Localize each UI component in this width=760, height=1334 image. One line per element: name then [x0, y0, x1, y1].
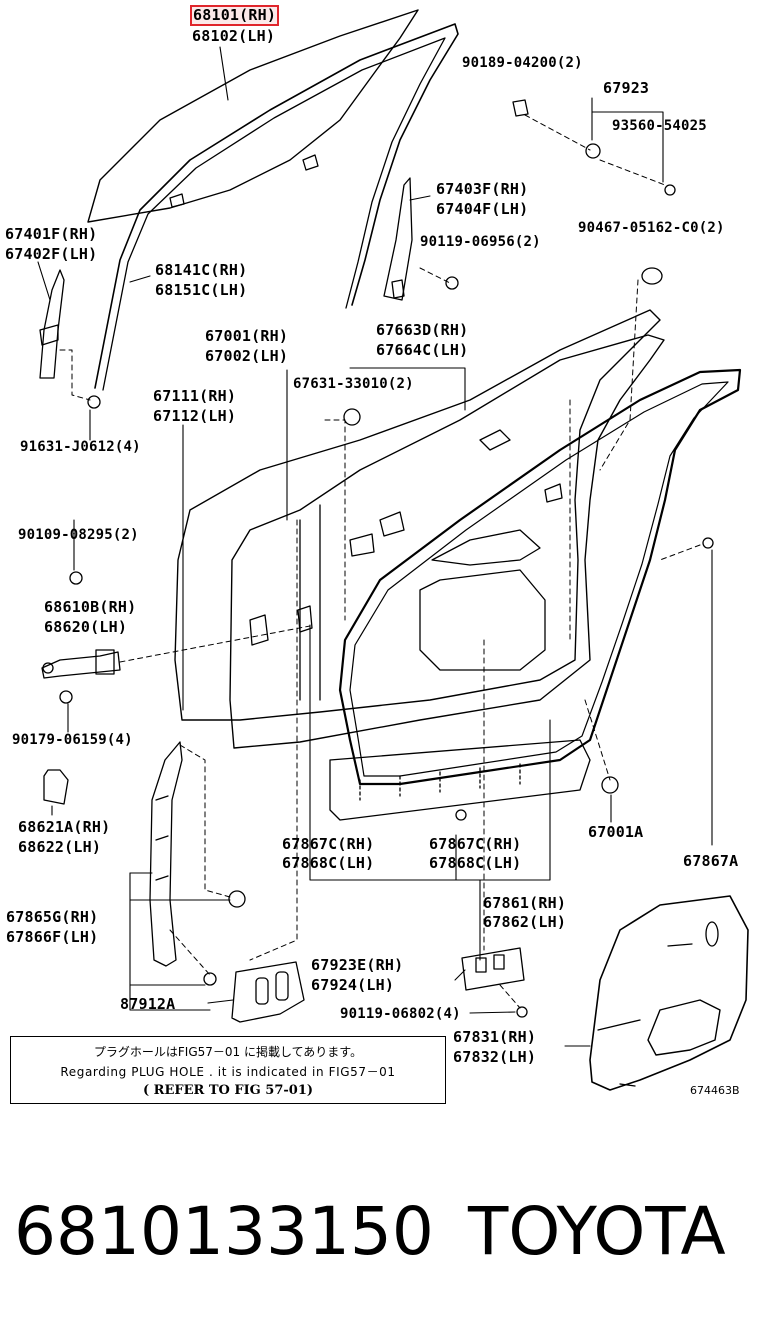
label-67924[interactable]: 67924(LH): [311, 976, 395, 994]
label-68620[interactable]: 68620(LH): [44, 618, 128, 636]
fastener-shapes: [59, 99, 714, 1018]
label-68101[interactable]: 68101(RH): [189, 5, 280, 26]
label-68151[interactable]: 68151C(LH): [155, 281, 248, 299]
label-67831[interactable]: 67831(RH): [453, 1028, 537, 1046]
label-68621[interactable]: 68621A(RH): [18, 818, 111, 836]
label-67862[interactable]: 67862(LH): [483, 913, 567, 931]
label-67401[interactable]: 67401F(RH): [5, 225, 98, 243]
front-lower-channel-shape: [39, 269, 65, 379]
label-68610[interactable]: 68610B(RH): [44, 598, 137, 616]
label-91631[interactable]: 91631-J0612(4): [20, 439, 141, 455]
door-check-shape: [41, 649, 121, 679]
label-67865[interactable]: 67865G(RH): [6, 908, 99, 926]
rear-lower-channel-shape: [383, 177, 413, 301]
note-line-japanese: プラグホールはFIG57－01 に掲載してあります。: [93, 1045, 363, 1059]
weatherstrip-shape: [338, 368, 742, 786]
plug-hole-note: プラグホールはFIG57－01 に掲載してあります。 Regarding PLU…: [10, 1036, 446, 1104]
label-67403[interactable]: 67403F(RH): [436, 180, 529, 198]
label-87912[interactable]: 87912A: [120, 995, 176, 1013]
label-67001a[interactable]: 67001A: [588, 823, 644, 841]
label-67867a[interactable]: 67867A: [683, 852, 739, 870]
label-67664[interactable]: 67664C(LH): [376, 341, 469, 359]
label-67868c-first[interactable]: 67868C(LH): [282, 854, 375, 872]
label-90467[interactable]: 90467-05162-C0(2): [578, 220, 725, 236]
label-67402[interactable]: 67402F(LH): [5, 245, 98, 263]
part-number: 6810133150: [14, 1193, 434, 1270]
label-67867c-second[interactable]: 67867C(RH): [429, 835, 522, 853]
label-68141[interactable]: 68141C(RH): [155, 261, 248, 279]
label-90109[interactable]: 90109-08295(2): [18, 527, 139, 543]
label-93560[interactable]: 93560-54025: [612, 118, 707, 134]
label-67861[interactable]: 67861(RH): [483, 894, 567, 912]
lower-seal-shape: [329, 739, 591, 821]
dashed-leaders: [59, 114, 701, 1009]
door-glass-shape: [87, 9, 419, 223]
label-67002[interactable]: 67002(LH): [205, 347, 289, 365]
glass-run-channel-shape: [94, 23, 459, 391]
figure-code: 674463B: [690, 1084, 740, 1097]
front-lower-seal-shape: [149, 741, 183, 967]
label-68622[interactable]: 68622(LH): [18, 838, 102, 856]
label-90189[interactable]: 90189-04200(2): [462, 55, 583, 71]
service-cover-shape: [589, 895, 749, 1091]
note-line-english: Regarding PLUG HOLE . it is indicated in…: [60, 1065, 396, 1079]
leader-lines: [37, 46, 713, 1047]
label-67868c-second[interactable]: 67868C(LH): [429, 854, 522, 872]
label-67923[interactable]: 67923: [603, 79, 650, 97]
label-67663[interactable]: 67663D(RH): [376, 321, 469, 339]
door-outer-panel-shape: [174, 309, 661, 721]
note-line-refer[interactable]: ( REFER TO FIG 57-01): [142, 1083, 314, 1098]
label-67112[interactable]: 67112(LH): [153, 407, 237, 425]
label-67867c-first[interactable]: 67867C(RH): [282, 835, 375, 853]
label-67923e[interactable]: 67923E(RH): [311, 956, 404, 974]
label-90179[interactable]: 90179-06159(4): [12, 732, 133, 748]
door-inner-frame-shape: [229, 334, 665, 749]
label-67001[interactable]: 67001(RH): [205, 327, 289, 345]
label-67111[interactable]: 67111(RH): [153, 387, 237, 405]
label-68102[interactable]: 68102(LH): [192, 27, 276, 45]
label-67631[interactable]: 67631-33010(2): [293, 376, 414, 392]
hinge-block-shape: [43, 769, 69, 805]
pad-shape: [231, 961, 305, 1023]
label-90119a[interactable]: 90119-06956(2): [420, 234, 541, 250]
label-90119b[interactable]: 90119-06802(4): [340, 1006, 461, 1022]
brand-name: TOYOTA: [468, 1193, 726, 1270]
label-67832[interactable]: 67832(LH): [453, 1048, 537, 1066]
label-67404[interactable]: 67404F(LH): [436, 200, 529, 218]
label-67866[interactable]: 67866F(LH): [6, 928, 99, 946]
bracket-shape: [461, 947, 525, 991]
